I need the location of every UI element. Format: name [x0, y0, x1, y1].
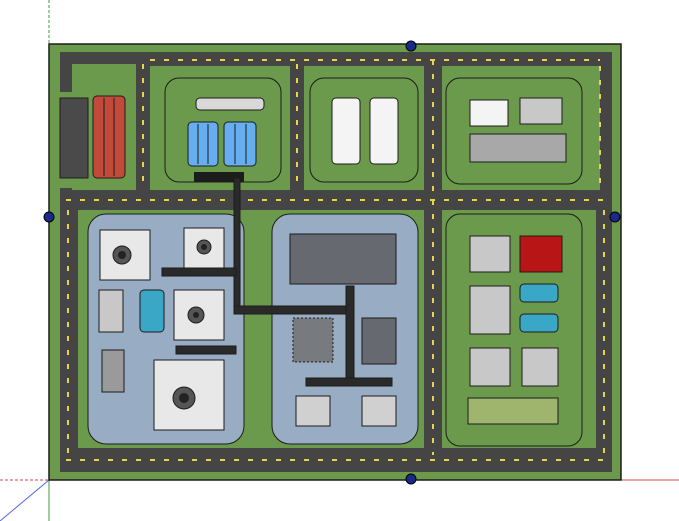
block-east[interactable]	[445, 213, 583, 447]
block-north-3[interactable]	[445, 77, 583, 185]
node-icon-bottom	[405, 473, 417, 485]
teal-tank	[139, 289, 165, 333]
grass-pad	[445, 77, 583, 185]
block-north-2[interactable]	[309, 77, 419, 183]
dark-unit	[361, 317, 397, 365]
node-markers[interactable]	[43, 40, 621, 485]
long-grey-building	[469, 133, 567, 163]
axis-blue-diagonal	[0, 479, 50, 521]
grass-pad	[164, 77, 282, 183]
grass-pad	[309, 77, 419, 183]
dark-building-large	[289, 233, 397, 285]
white-tank-right	[369, 97, 399, 165]
grey-unit-left	[295, 395, 331, 427]
node-icon-right	[609, 211, 621, 223]
grey-unit-small	[101, 349, 125, 393]
white-building	[469, 99, 509, 127]
parking-block-west[interactable]	[55, 92, 131, 188]
node-icon-top	[405, 40, 417, 52]
grey-block-mid	[469, 285, 511, 335]
grey-unit-corner	[469, 235, 511, 273]
grey-building-top	[519, 97, 563, 125]
teal-tank-top	[519, 283, 559, 303]
block-north-1[interactable]	[164, 77, 282, 183]
pad-green	[467, 397, 559, 425]
storage-tank-icon-4[interactable]	[153, 359, 225, 431]
white-bar	[195, 97, 265, 111]
red-block	[519, 235, 563, 273]
pipe-rack-north	[194, 172, 244, 182]
road-east-south	[596, 200, 612, 470]
blue-tank-icon-left[interactable]	[187, 121, 219, 167]
dotted-unit	[292, 317, 334, 363]
dark-building	[59, 97, 89, 179]
road-west-south	[60, 200, 78, 470]
plaza-east[interactable]	[271, 213, 419, 445]
storage-tank-icon-3[interactable]	[173, 289, 225, 341]
red-tank-icon[interactable]	[92, 95, 126, 179]
node-icon-left	[43, 211, 55, 223]
lane-markings	[66, 59, 606, 461]
pipe-rack-icon	[161, 177, 393, 387]
grey-block-low-left	[469, 347, 511, 387]
grey-unit-left	[98, 289, 124, 333]
road-mid-north-2	[424, 52, 442, 472]
storage-tank-icon-1[interactable]	[99, 229, 151, 281]
grey-block-low-right	[521, 347, 559, 387]
storage-tank-icon-2[interactable]	[183, 227, 225, 269]
plaza-west[interactable]	[87, 213, 245, 445]
blue-tank-icon-right[interactable]	[223, 121, 257, 167]
grey-unit-right	[361, 395, 397, 427]
white-tank-left	[331, 97, 361, 165]
teal-tank-bottom	[519, 313, 559, 333]
